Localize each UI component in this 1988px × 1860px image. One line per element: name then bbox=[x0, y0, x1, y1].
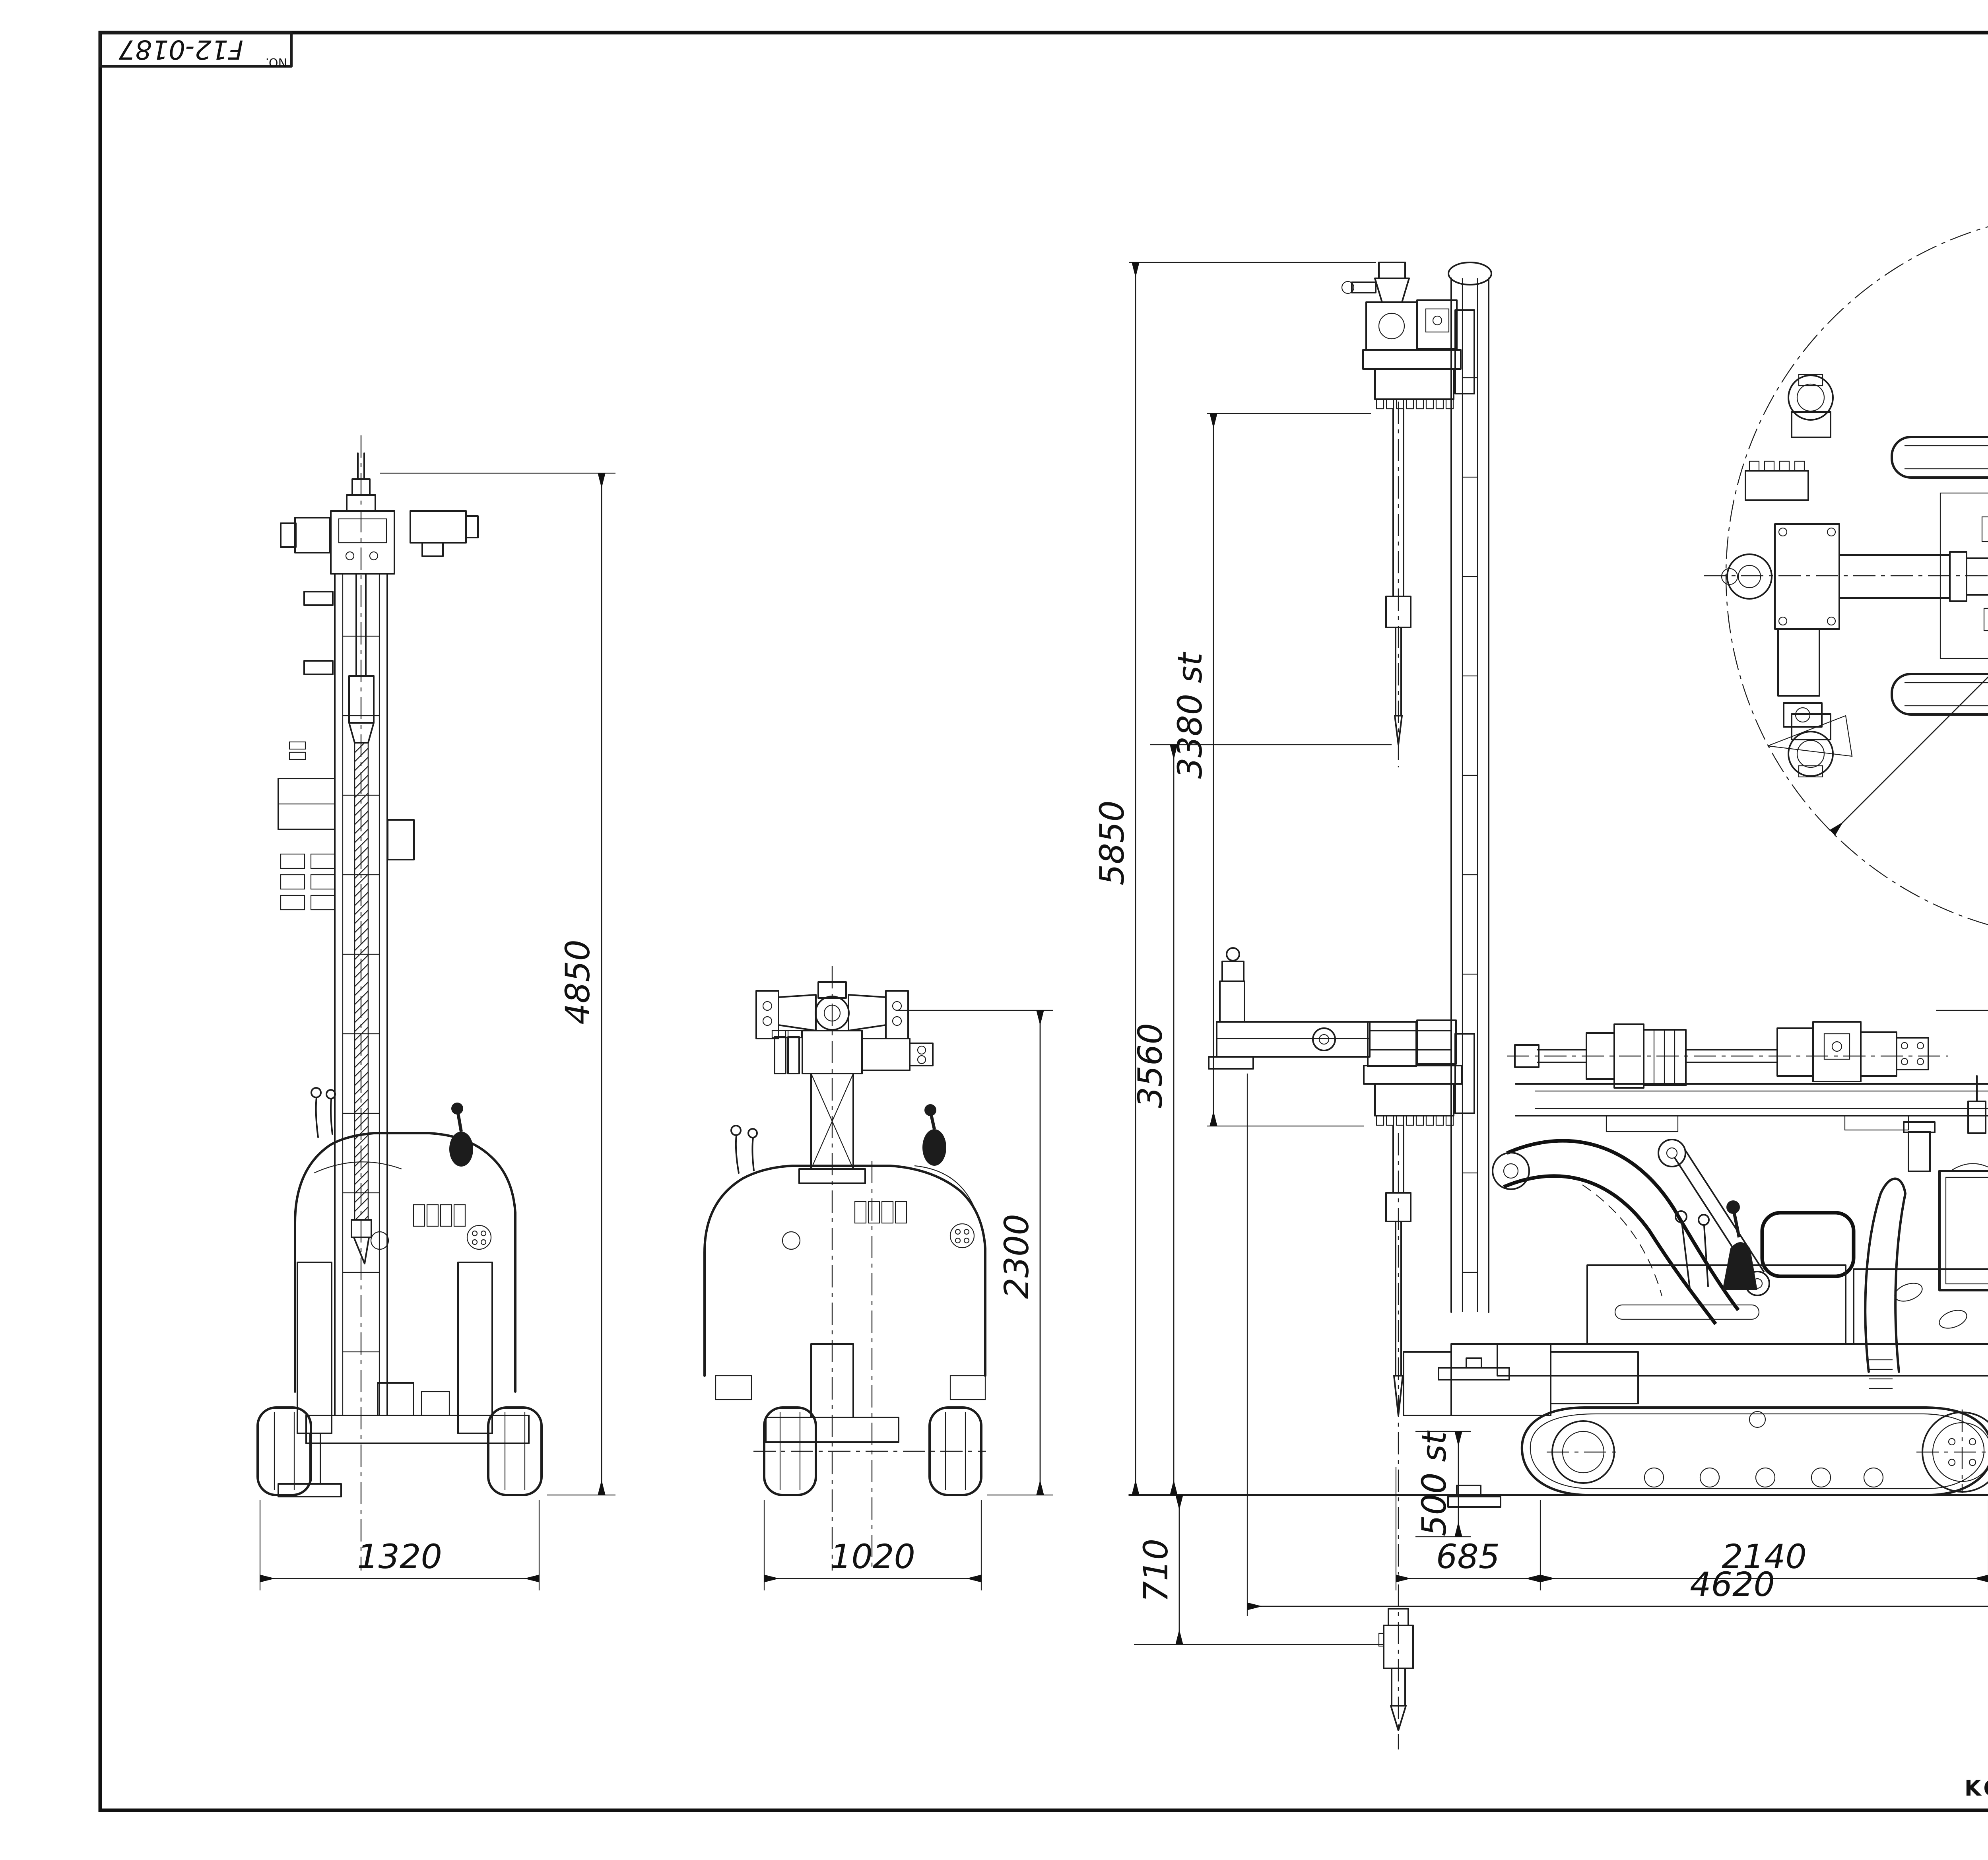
svg-text:5850: 5850 bbox=[1093, 800, 1132, 885]
dim-mast-stroke: 3380 st bbox=[1171, 413, 1371, 1127]
dim-swing-diameter: φ3440 bbox=[1829, 316, 1988, 836]
svg-text:500 st: 500 st bbox=[1415, 1430, 1454, 1536]
sheet-frame bbox=[98, 31, 1988, 1812]
dim-rear-height: 2300 bbox=[897, 1010, 1053, 1496]
svg-text:1320: 1320 bbox=[357, 1537, 442, 1576]
svg-text:1020: 1020 bbox=[830, 1537, 915, 1576]
company-name: KOKEN BORING MACHINE CO., LTD. bbox=[1965, 1776, 1988, 1801]
dim-front-width: 1320 bbox=[259, 1500, 540, 1590]
title-block: NAME 狭小地RES-P用小型杭打機 TYPE SCALE MODEL FSP… bbox=[1965, 1776, 1988, 1801]
dimensions: 4850 1320 2300 1020 5850 bbox=[259, 262, 1988, 1645]
view-rear-elevation bbox=[703, 966, 986, 1571]
svg-text:710: 710 bbox=[1136, 1539, 1175, 1602]
svg-text:685: 685 bbox=[1436, 1537, 1500, 1576]
svg-text:2140: 2140 bbox=[1722, 1537, 1807, 1576]
view-side-elevation bbox=[1128, 262, 1988, 1749]
view-top-plan bbox=[1704, 226, 1988, 925]
corner-stamp: F12-0187 NO. bbox=[99, 31, 293, 69]
dim-rod-tip-height: 3560 bbox=[1131, 744, 1392, 1495]
svg-text:2300: 2300 bbox=[997, 1214, 1036, 1299]
corner-drawing-number: F12-0187 bbox=[118, 34, 243, 65]
dim-rear-width: 1020 bbox=[763, 1500, 982, 1590]
dim-side-overall-height: 5850 bbox=[1093, 262, 1376, 1495]
svg-text:3560: 3560 bbox=[1131, 1023, 1170, 1108]
dim-front-overall-height: 4850 bbox=[380, 472, 615, 1496]
dim-below-ground-depth: 710 bbox=[1134, 1495, 1383, 1645]
dim-auger-stroke: 500 st bbox=[1415, 1430, 1471, 1538]
svg-text:4620: 4620 bbox=[1690, 1565, 1775, 1604]
view-front-elevation bbox=[256, 435, 543, 1571]
svg-text:3380 st: 3380 st bbox=[1171, 651, 1209, 779]
dim-overall-length: 4620 bbox=[1246, 1074, 1988, 1616]
svg-text:4850: 4850 bbox=[558, 940, 597, 1025]
dim-front-overhang: 685 bbox=[1395, 1467, 1541, 1590]
dim-crawler-length: 2140 bbox=[1540, 1500, 1988, 1590]
corner-no-label: NO. bbox=[266, 55, 287, 69]
